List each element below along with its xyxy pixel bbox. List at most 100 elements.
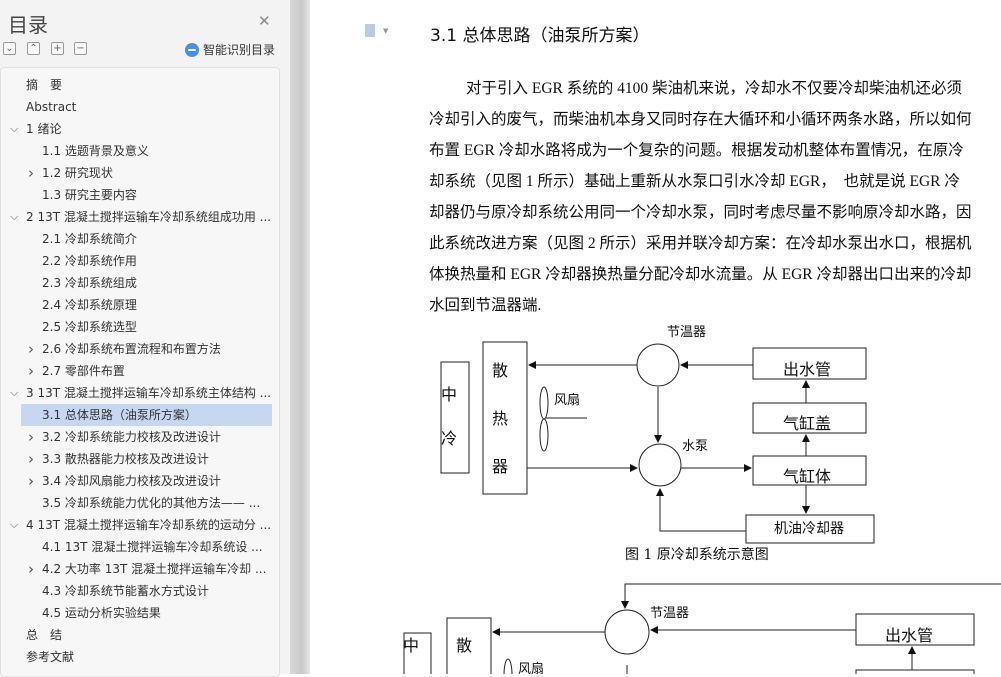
toc-item-label: 3 13T 混凝土搅拌运输车冷却系统主体结构 ... [26,386,272,400]
toc-item-label: 总 结 [26,628,63,642]
toc-item[interactable]: ›4.2 大功率 13T 混凝土搅拌运输车冷却 ... [1,558,279,580]
paragraph-line: 却器仍与原冷却系统公用同一个冷却水泵，同时考虑尽量不影响原冷却水路，因 [429,204,972,221]
pump-circle [638,443,682,487]
toc-item-label: 2.1 冷却系统简介 [42,232,137,246]
chevron-right-icon[interactable]: › [28,428,34,446]
radiator-label: 器 [492,457,508,476]
cylinder-head-box [752,402,867,434]
smart-toc-label: 智能识别目录 [203,43,276,57]
fan-label: 风扇 [554,392,580,408]
toc-item[interactable]: › 3.3 散热器能力校核及改进设计 [1,448,279,470]
toc-item-label: 2.5 冷却系统选型 [42,320,137,334]
chevron-right-icon[interactable]: › [28,472,34,490]
intercooler-label: 中 [403,636,419,655]
chevron-down-icon[interactable]: ⌵ [10,518,19,531]
toc-item[interactable]: 2.4 冷却系统原理 [1,294,279,316]
toc-item-label: 3.1 总体思路（油泵所方案） [42,408,197,422]
toc-item[interactable]: ⌵ 1 绪论 [1,118,279,140]
smart-toc-icon [185,42,199,57]
paragraph-line: 对于引入 EGR 系统的 4100 柴油机来说，冷却水不仅要冷却柴油机还必须 [466,80,963,97]
intercooler-label: 冷 [441,429,457,448]
toc-item[interactable]: 2.5 冷却系统选型 [1,316,279,338]
toc-item[interactable]: › 3.2 冷却系统能力校核及改进设计 [1,426,279,448]
toc-item[interactable]: ⌵ 2 13T 混凝土搅拌运输车冷却系统组成功用 ... [1,206,279,228]
chevron-right-icon[interactable]: › [28,164,34,182]
thermostat-label: 节温器 [667,325,706,340]
toc-item[interactable]: 总 结 [1,624,279,646]
chevron-right-icon[interactable]: › [28,450,34,468]
outlet-pipe-label: 出水管 [783,360,831,379]
toc-item[interactable]: 4.1 13T 混凝土搅拌运输车冷却系统设 ... [1,536,279,558]
paragraph-line: 体换热量和 EGR 冷却器换热量分配冷却水流量。从 EGR 冷却器出口出来的冷却 [429,266,972,283]
chevron-right-icon[interactable]: › [28,340,34,358]
toc-item-label: 2.2 冷却系统作用 [42,254,137,268]
toc-item-label: 3.3 散热器能力校核及改进设计 [42,452,209,466]
toc-item[interactable]: ⌵ 4 13T 混凝土搅拌运输车冷却系统的运动分 ... [1,514,279,536]
toc-item[interactable]: 2.3 冷却系统组成 [1,272,279,294]
toc-item[interactable]: Abstract [1,96,279,118]
toc-item-label: 2.7 零部件布置 [42,364,125,378]
toc-sidebar: 目录 ✕ ⌄ ⌃ + − 智能识别目录 摘 要 Abstract ⌵ 1 绪论 1.1 … [0,0,290,677]
toc-item[interactable]: › 2.7 零部件布置 [1,360,279,382]
toc-item-label: 1.1 选题背景及意义 [42,144,149,158]
thermostat-circle [636,343,680,387]
fan-label: 风扇 [518,661,544,674]
paragraph-line: 却系统（见图 1 所示）基础上重新从水泵口引水冷却 EGR， 也就是说 EGR … [429,173,960,190]
fan-blade [503,658,513,674]
pump-label: 水泵 [682,439,708,454]
section-heading: 3.1 总体思路（油泵所方案） [430,26,650,46]
toc-item[interactable]: 1.3 研究主要内容 [1,184,279,206]
toc-item[interactable]: 3.5 冷却系统能力优化的其他方法—— ... [1,492,279,514]
toc-item[interactable]: 2.1 冷却系统简介 [1,228,279,250]
paragraph-icon[interactable] [365,24,375,37]
toc-item[interactable]: 4.3 冷却系统节能蓄水方式设计 [1,580,279,602]
toc-item-label: 4 13T 混凝土搅拌运输车冷却系统的运动分 ... [26,518,272,532]
paragraph-line: 水回到节温器端. [429,297,542,314]
toc-item-label: 3.5 冷却系统能力优化的其他方法—— ... [42,496,261,510]
chevron-down-icon[interactable]: ⌵ [10,122,19,135]
toc-item[interactable]: 参考文献 [1,646,279,668]
toc-item-label: 2 13T 混凝土搅拌运输车冷却系统组成功用 ... [26,210,272,224]
sidebar-splitter[interactable] [290,0,310,674]
toc-item-label: 2.6 冷却系统布置流程和布置方法 [42,342,221,356]
toc-item-label: 摘 要 [26,78,63,92]
toc-item-label: Abstract [26,100,77,114]
toc-item[interactable]: 1.1 选题背景及意义 [1,140,279,162]
smart-toc-button[interactable]: 智能识别目录 [185,41,275,58]
toc-item[interactable]: ›3.4 冷却风扇能力校核及改进设计 [1,470,279,492]
intercooler-box [403,632,432,674]
chevron-right-icon[interactable]: › [28,560,34,578]
collapse-all-icon[interactable]: ⌃ [27,42,40,55]
plus-icon[interactable]: + [51,42,64,55]
toc-item[interactable]: 2.2 冷却系统作用 [1,250,279,272]
chevron-down-icon[interactable]: ⌵ [10,210,19,223]
toc-item-label: 3.2 冷却系统能力校核及改进设计 [42,430,221,444]
flow-arrow [621,583,1001,609]
next-box [855,669,975,674]
radiator-label: 热 [492,409,508,428]
toc-item[interactable]: ›1.2 研究现状 [1,162,279,184]
cylinder-block-box [752,455,867,486]
toc-item-label: 1 绪论 [26,122,62,136]
toc-item[interactable]: › 2.6 冷却系统布置流程和布置方法 [1,338,279,360]
dropdown-arrow-icon[interactable]: ▼ [383,27,389,35]
toc-title: 目录 [8,13,48,37]
oil-cooler-label: 机油冷却器 [774,521,844,537]
radiator-box [446,617,492,674]
chevron-down-icon[interactable]: ⌵ [10,386,19,399]
toc-item[interactable]: 4.5 运动分析实验结果 [1,602,279,624]
figure-1-caption: 图 1 原冷却系统示意图 [625,546,769,563]
thermostat-circle [604,609,650,655]
cylinder-head-label: 气缸盖 [783,414,831,433]
close-icon[interactable]: ✕ [258,12,271,30]
toc-item-label: 2.4 冷却系统原理 [42,298,137,312]
chevron-right-icon[interactable]: › [28,362,34,380]
toc-item[interactable]: ⌵ 3 13T 混凝土搅拌运输车冷却系统主体结构 ... [1,382,279,404]
expand-all-icon[interactable]: ⌄ [3,42,16,55]
toc-item[interactable]: 3.1 总体思路（油泵所方案） [21,404,272,426]
minus-icon[interactable]: − [74,42,87,55]
cylinder-block-label: 气缸体 [783,467,831,486]
toc-item[interactable]: 摘 要 [1,74,279,96]
